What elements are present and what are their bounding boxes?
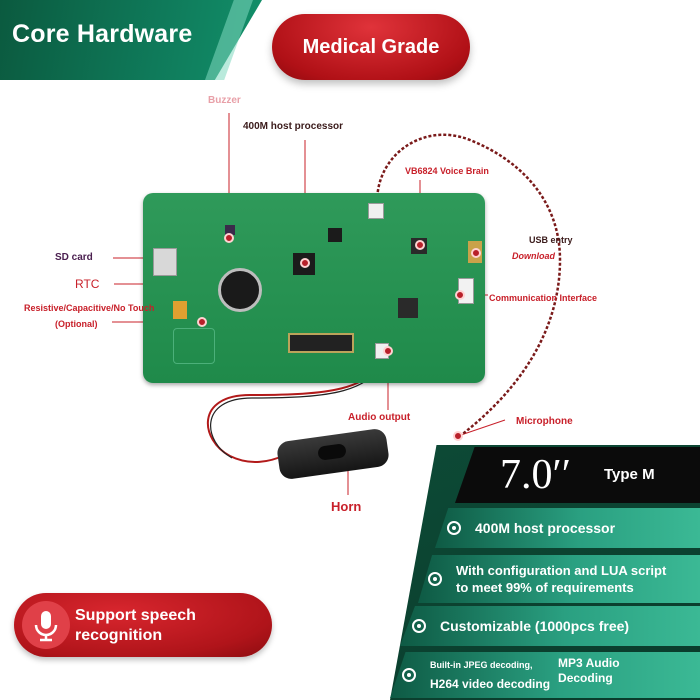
label-horn: Horn — [331, 499, 362, 514]
mic-connector — [368, 203, 384, 219]
small-chip — [328, 228, 342, 242]
touch-marker — [197, 317, 207, 327]
feature-mp3-decoding: Decoding — [558, 671, 613, 685]
circuit-board — [143, 193, 485, 383]
pad-area — [173, 328, 215, 364]
fpc-connector — [288, 333, 354, 353]
usb-marker — [471, 248, 481, 258]
buzzer-marker — [224, 233, 234, 243]
label-processor-top: 400M host processor — [243, 121, 344, 132]
feature-h264: H264 video decoding — [430, 677, 551, 691]
voice-brain-marker — [415, 240, 425, 250]
page-title: Core Hardware — [12, 20, 193, 48]
model-type: Type M — [604, 466, 655, 483]
feature-jpeg: Built-in JPEG decoding, — [430, 660, 533, 670]
feature-custom: Customizable (1000pcs free) — [440, 618, 630, 634]
label-audio-output: Audio output — [348, 412, 411, 423]
target-icon — [412, 619, 426, 633]
comm-marker — [455, 290, 465, 300]
label-download: Download — [512, 251, 555, 261]
label-usb-entry: USB entry — [529, 235, 573, 245]
buzzer-chip — [225, 225, 235, 235]
label-voice-brain: VB6824 Voice Brain — [405, 166, 489, 176]
audio-marker — [383, 346, 393, 356]
feature-processor: 400M host processor — [475, 520, 616, 536]
speech-line2: recognition — [75, 627, 163, 644]
target-icon — [428, 572, 442, 586]
microphone-marker — [453, 431, 463, 441]
label-touch-optional: (Optional) — [55, 319, 98, 329]
label-microphone: Microphone — [516, 416, 573, 427]
sd-card-slot — [153, 248, 177, 276]
label-sd-card: SD card — [55, 252, 93, 263]
spec-header — [455, 447, 700, 503]
feature-row-decoding: Built-in JPEG decoding, H264 video decod… — [390, 652, 700, 698]
speech-recognition-text: Support speech recognition — [75, 606, 196, 646]
label-buzzer: Buzzer — [208, 95, 241, 106]
label-comm-interface: Communication Interface — [489, 293, 598, 303]
rtc-battery — [218, 268, 262, 312]
feature-row-config: With configuration and LUA script to mee… — [418, 555, 700, 603]
feature-config-line2: to meet 99% of requirements — [456, 580, 634, 595]
feature-config-line1: With configuration and LUA script — [456, 563, 667, 578]
touch-connector — [173, 301, 187, 319]
feature-mp3: MP3 Audio — [558, 656, 620, 670]
target-icon — [447, 521, 461, 535]
screen-size: 7.0′′ — [500, 452, 571, 498]
speech-line1: Support speech — [75, 607, 196, 624]
feature-row-custom: Customizable (1000pcs free) — [400, 606, 700, 646]
ic-chip — [398, 298, 418, 318]
microphone-icon — [22, 601, 70, 649]
target-icon — [402, 668, 416, 682]
medical-grade-badge: Medical Grade — [272, 14, 470, 80]
label-rtc: RTC — [75, 277, 100, 291]
processor-marker — [300, 258, 310, 268]
label-touch: Resistive/Capacitive/No Touch — [24, 303, 155, 313]
feature-row-processor: 400M host processor — [435, 508, 700, 548]
